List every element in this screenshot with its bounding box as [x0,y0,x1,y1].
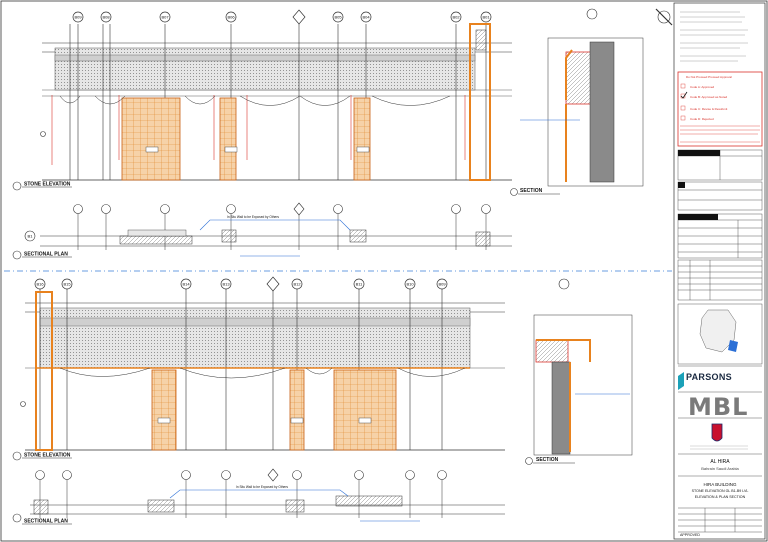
consultant-logo: PARSONS [686,372,732,382]
grid-tag: B14 [182,282,190,287]
stamp-line: Do Not Proceed Proceed Approval [686,75,732,79]
location-line-2: Bahrain Saudi Arabia [701,466,739,471]
grid-tag: B10 [406,282,414,287]
bottom-elevation: B16 B15 B14 B13 B12 B11 B10 B09 STONE EL… [12,276,505,461]
stamp-line: Code C: Revise & Resubmit [690,107,728,111]
grid-tag: B04 [362,15,370,20]
grid-tag: B06 [227,15,235,20]
bottom-sectional-plan: In Situ Wall to be Exposed by Others SEC… [12,468,505,525]
marker-tag: B1 [28,234,34,239]
grid-tag: B12 [293,282,301,287]
plan-note: In Situ Wall to be Exposed by Others [227,215,279,219]
section-title: SECTION [536,457,559,463]
bottom-section: SECTION [525,278,633,465]
plan-title: SECTIONAL PLAN [24,519,68,525]
grid-tag: B15 [63,282,71,287]
grid-tag: B16 [36,282,44,287]
stamp-line: Code B: Approved as Noted [690,95,728,99]
elevation-title: STONE ELEVATION [24,453,71,459]
title-block: Do Not Proceed Proceed Approval Code A: … [655,2,766,540]
top-section: SECTION [510,8,644,196]
plan-title: SECTIONAL PLAN [24,252,68,258]
grid-tag: B11 [356,282,364,287]
location-line-1: AL HIRA [710,459,730,465]
grid-tag: B02 [452,15,460,20]
grid-tag: B09 [438,282,446,287]
status-text: APPROVED [680,533,700,537]
elevation-title: STONE ELEVATION [24,182,71,188]
project-line-2: STONE ELEVATION GL B1-B9 LVL [691,489,749,493]
grid-tag: B05 [334,15,342,20]
stamp-line: Code A: Approved [690,85,715,89]
grid-tag: B09 [74,15,82,20]
project-line-3: ELEVATION & PLAN SECTION [694,495,746,499]
grid-tag: B13 [222,282,230,287]
project-line-1: HIRA BUILDING [703,482,737,487]
grid-tag: B01 [482,15,490,20]
top-elevation: B09 B08 B07 B06 B05 B04 B02 B01 STONE EL… [12,9,512,191]
section-title: SECTION [520,188,543,194]
grid-tag: B07 [161,15,169,20]
contractor-logo: MBL [688,393,749,421]
grid-tag: B08 [102,15,110,20]
top-sectional-plan: In Situ Wall to be Exposed by Others B1 … [12,202,512,260]
plan-note: In Situ Wall to be Exposed by Others [236,485,288,489]
stamp-line: Code D: Rejected [690,117,714,121]
